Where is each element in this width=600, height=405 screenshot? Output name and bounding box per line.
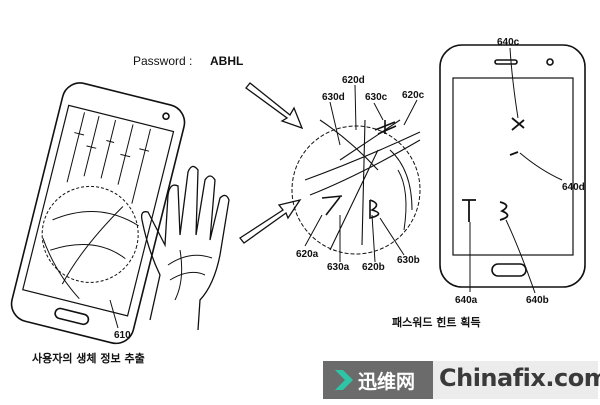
password-label: Password :	[133, 54, 192, 68]
watermark-site: Chinafix.com	[433, 361, 600, 399]
label-610: 610	[114, 330, 131, 341]
label-640d: 640d	[562, 182, 585, 193]
magnified-palm-circle	[291, 84, 421, 263]
leader-610	[109, 299, 119, 329]
label-630b: 630b	[397, 255, 420, 266]
hand	[140, 165, 230, 331]
label-620c: 620c	[402, 90, 425, 101]
label-630a: 630a	[327, 262, 350, 273]
caption-left: 사용자의 생체 정보 추출	[32, 351, 145, 365]
label-630d: 630d	[322, 92, 345, 103]
arrow-from-hand	[239, 198, 302, 244]
left-phone	[10, 82, 186, 345]
chevron-right-icon	[335, 370, 353, 390]
label-620b: 620b	[362, 262, 385, 273]
watermark-en: Chinafix.com	[439, 364, 600, 392]
watermark-cn: 迅维网	[358, 371, 416, 393]
label-620d: 620d	[342, 75, 365, 86]
label-630c: 630c	[365, 92, 388, 103]
caption-right: 패스워드 힌트 획득	[392, 315, 481, 329]
arrow-to-circle-top	[245, 82, 304, 130]
watermark-logo: 迅维网	[323, 361, 433, 399]
label-640a: 640a	[455, 295, 478, 306]
label-640b: 640b	[526, 295, 549, 306]
label-640c: 640c	[497, 37, 520, 48]
password-value: ABHL	[210, 54, 243, 68]
label-620a: 620a	[296, 249, 319, 260]
right-phone	[439, 44, 586, 294]
